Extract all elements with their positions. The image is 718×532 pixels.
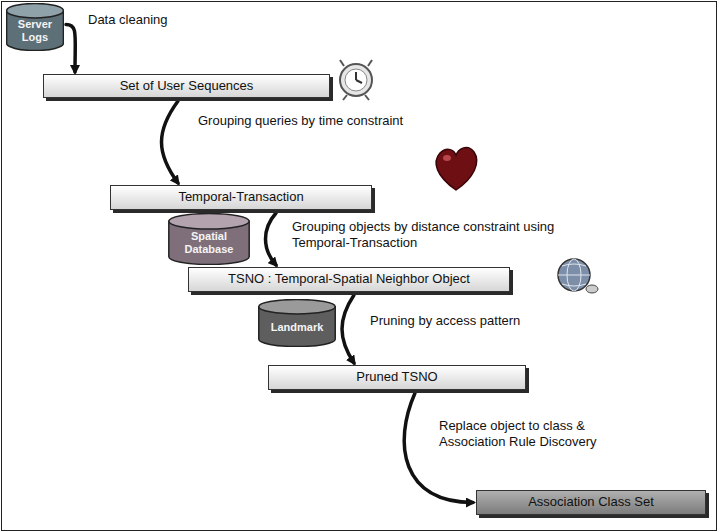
result-box: Association Class Set [476, 490, 706, 515]
globe-icon [558, 259, 598, 293]
flow-arrow [266, 213, 277, 265]
landmark-database: Landmark [258, 299, 336, 347]
box-label: Association Class Set [528, 495, 654, 510]
box-label: Temporal-Transaction [178, 190, 303, 205]
database-label: Spatial Database [171, 230, 247, 255]
process-box: Set of User Sequences [43, 74, 330, 98]
step-label: Grouping queries by time constraint [196, 113, 460, 129]
spatial-database: Spatial Database [168, 213, 250, 265]
process-box: Pruned TSNO [268, 365, 526, 390]
log-database: Server Logs [6, 3, 64, 51]
heart-icon [436, 148, 477, 190]
flow-arrow [162, 101, 179, 183]
step-label: Pruning by access pattern [368, 313, 572, 329]
step-label: Data cleaning [86, 12, 250, 28]
process-box: TSNO : Temporal-Spatial Neighbor Object [188, 267, 510, 292]
database-label: Server Logs [9, 18, 61, 43]
step-label: Replace object to class & Association Ru… [437, 418, 626, 449]
box-label: Pruned TSNO [356, 370, 437, 385]
box-label: Set of User Sequences [120, 79, 254, 94]
database-label: Landmark [271, 321, 324, 334]
box-label: TSNO : Temporal-Spatial Neighbor Object [228, 272, 470, 287]
process-box: Temporal-Transaction [110, 185, 372, 210]
step-label: Grouping objects by distance constraint … [290, 219, 594, 250]
flow-arrow [66, 25, 75, 72]
flow-arrow [342, 295, 354, 363]
clock-icon [340, 60, 372, 100]
